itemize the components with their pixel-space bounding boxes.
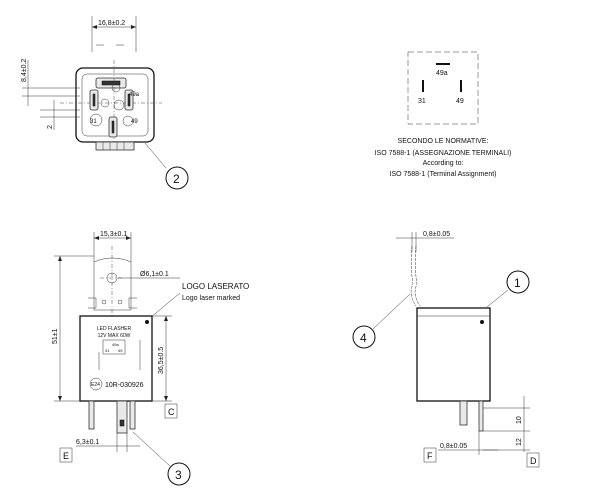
terminal-diagram: 49a 31 49 SECONDO LE NORMATIVE: ISO 7588…: [375, 51, 512, 178]
front-view-pin-dim: 6,3±0.1: [76, 439, 99, 446]
front-view-height-dim: 51±1: [52, 328, 59, 344]
terminal-note-line4: ISO 7588-1 (Terminal Assignment): [390, 171, 497, 178]
marker-c-box: [164, 403, 178, 419]
callout-4-bubble: [352, 325, 376, 349]
front-approval: 10R-030926: [105, 382, 144, 389]
front-label-49a: 49a: [112, 342, 119, 347]
marker-c-label: C: [168, 407, 175, 417]
side-view-dim-10: 10: [516, 416, 523, 424]
front-view-logo-it: LOGO LASERATO: [182, 282, 249, 291]
front-view-body-dim: 36,5±0.5: [158, 347, 165, 374]
front-view-top-dim: 15,3±0.1: [100, 231, 127, 238]
callout-3-label: 3: [175, 468, 182, 482]
top-view-pin-49: 49: [131, 119, 138, 125]
top-view-height-dim: 8,4±0.2: [21, 59, 28, 82]
side-view-body: [416, 307, 491, 402]
callout-1-label: 1: [514, 276, 521, 290]
front-label-line2: 12V MAX 60W: [98, 333, 131, 339]
marker-e-box: [59, 447, 73, 463]
front-ce-text: E24: [91, 382, 100, 388]
front-label-49: 49: [118, 348, 123, 353]
callout-4-label: 4: [360, 331, 367, 345]
top-view-width-dim: 16,8±0.2: [98, 20, 125, 27]
terminal-note-line3: According to:: [423, 160, 464, 167]
marker-f-box: [423, 447, 437, 463]
front-view-logo-en: Logo laser marked: [182, 295, 240, 302]
marker-d-box: [526, 452, 540, 468]
top-view-pin-31: 31: [90, 119, 97, 125]
terminal-pin-49a: 49a: [436, 70, 448, 77]
e-mark-circle: [89, 377, 103, 391]
front-view-drawing: 15,3±0.1 Ø6,1±0.1 LOGO LASERATO Logo las…: [52, 231, 249, 486]
callout-2-label: 2: [173, 172, 180, 186]
terminal-note-line2: ISO 7588-1 (ASSEGNAZIONE TERMINALI): [375, 150, 512, 157]
side-view-dim-12: 12: [516, 438, 523, 446]
marker-f-label: F: [427, 451, 433, 461]
top-view-drawing: 16,8±0.2 49a 31 49: [21, 16, 189, 190]
terminal-pin-31: 31: [418, 98, 426, 105]
front-view-hole-dim: Ø6,1±0.1: [140, 271, 169, 278]
marker-d-label: D: [530, 456, 537, 466]
top-view-small-dim: 2: [47, 125, 54, 129]
front-label-31: 31: [105, 348, 110, 353]
marker-e-label: E: [63, 451, 69, 461]
terminal-note-line1: SECONDO LE NORMATIVE:: [398, 138, 489, 145]
side-view-bottom-dim: 0,8±0.05: [440, 443, 467, 450]
side-view-top-dim: 0,8±0.05: [423, 231, 450, 238]
callout-2-bubble: [165, 166, 189, 190]
top-view-pin-49a: 49a: [129, 92, 140, 98]
terminal-pin-49: 49: [456, 98, 464, 105]
front-label-line1: LED FLASHER: [97, 326, 132, 332]
side-view-drawing: 0,8±0.05 10 12 0,8±0.05 F D 1 4: [352, 231, 540, 468]
callout-1-bubble: [506, 270, 530, 294]
callout-3-bubble: [167, 462, 191, 486]
